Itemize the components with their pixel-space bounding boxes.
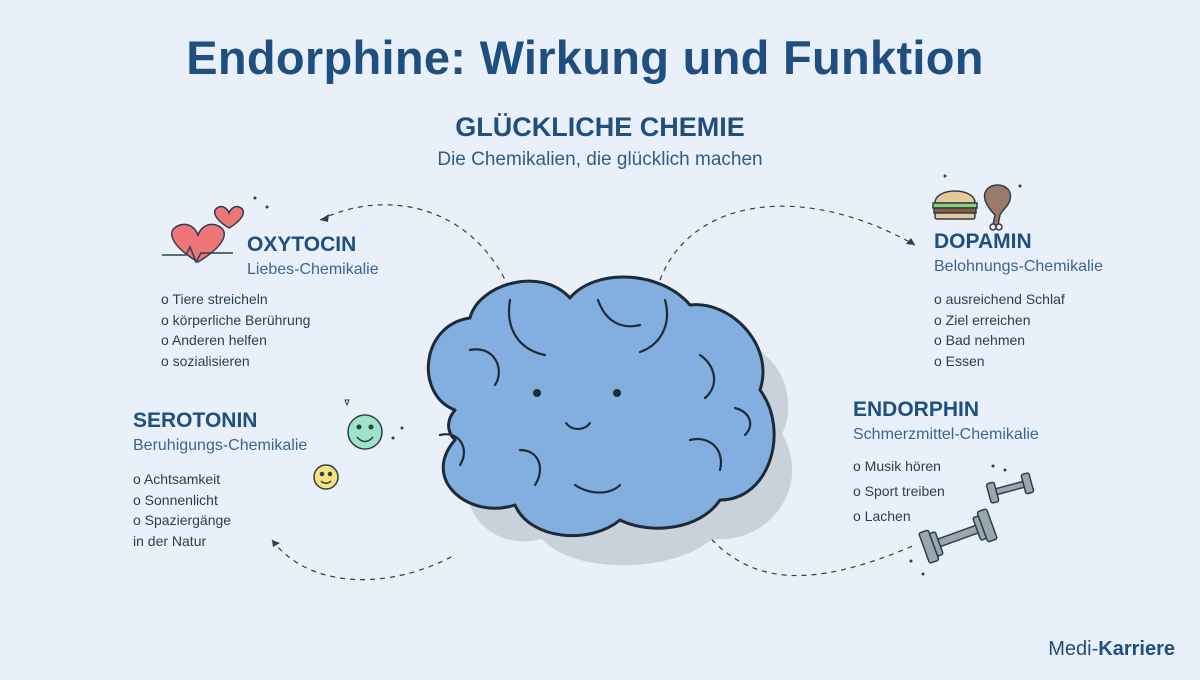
chemical-description: Belohnungs-Chemikalie xyxy=(934,258,1103,275)
connector-endorphin xyxy=(704,531,916,577)
chemical-description: Schmerzmittel-Chemikalie xyxy=(853,426,1039,443)
list-item: o Lachen xyxy=(853,508,911,524)
chemical-card-oxytocin: OXYTOCIN Liebes-Chemikalie xyxy=(247,233,379,280)
list-item: o Tiere streicheln xyxy=(161,291,268,307)
chemical-card-endorphin: ENDORPHIN Schmerzmittel-Chemikalie xyxy=(853,398,1039,445)
list-item: o Achtsamkeit xyxy=(133,471,221,487)
page-title: Endorphine: Wirkung und Funktion xyxy=(186,31,984,84)
section-heading: GLÜCKLICHE CHEMIE xyxy=(455,112,745,142)
arrowheads xyxy=(272,214,915,547)
chemical-description: Beruhigungs-Chemikalie xyxy=(133,437,308,454)
brain-folds xyxy=(438,298,752,494)
connector-dopamine xyxy=(659,205,916,281)
brand-prefix: Medi- xyxy=(1048,638,1099,660)
brand-name: Karriere xyxy=(1098,638,1175,660)
list-item: o ausreichend Schlaf xyxy=(934,291,1065,307)
list-item: o körperliche Berührung xyxy=(161,311,311,328)
list-item: o Ziel erreichen xyxy=(934,311,1031,328)
brain-icon xyxy=(426,275,776,538)
burger-chicken-icon xyxy=(932,184,1012,231)
list-oxytocin: o Tiere streicheln o körperliche Berühru… xyxy=(161,289,310,371)
list-item: o Essen xyxy=(934,352,985,369)
smiley-icon xyxy=(313,414,383,490)
heart-icon xyxy=(162,205,245,264)
chemical-description: Liebes-Chemikalie xyxy=(247,261,379,278)
list-item: o Spaziergänge in der Natur xyxy=(133,512,232,549)
list-item: o sozialisieren xyxy=(161,352,250,369)
connector-serotonin xyxy=(271,539,456,581)
dashed-connectors xyxy=(271,204,916,581)
chemical-name: ENDORPHIN xyxy=(853,398,980,421)
list-serotonin: o Achtsamkeit o Sonnenlicht o Spaziergän… xyxy=(133,469,231,551)
chemical-card-dopamine: DOPAMIN Belohnungs-Chemikalie xyxy=(934,230,1103,277)
brand-logo: Medi-Karriere xyxy=(1048,638,1175,661)
list-endorphin: o Musik hören o Sport treiben o Lachen xyxy=(853,454,945,529)
section-caption: Die Chemikalien, die glücklich machen xyxy=(437,149,763,170)
list-item: o Sport treiben xyxy=(853,483,945,499)
list-item: o Bad nehmen xyxy=(934,332,1026,348)
chemical-name: DOPAMIN xyxy=(934,230,1032,253)
sparkles xyxy=(253,174,1022,576)
list-dopamine: o ausreichend Schlaf o Ziel erreichen o … xyxy=(934,289,1065,371)
connector-oxytocin xyxy=(319,204,511,291)
dumbbell-icon xyxy=(918,472,1035,564)
brain-face xyxy=(533,389,621,430)
chemical-card-serotonin: SEROTONIN Beruhigungs-Chemikalie xyxy=(133,409,307,456)
list-item: o Musik hören xyxy=(853,458,941,474)
chemical-name: SEROTONIN xyxy=(133,409,258,432)
list-item: o Anderen helfen xyxy=(161,332,267,348)
chemical-name: OXYTOCIN xyxy=(247,233,357,256)
list-item: o Sonnenlicht xyxy=(133,491,218,508)
